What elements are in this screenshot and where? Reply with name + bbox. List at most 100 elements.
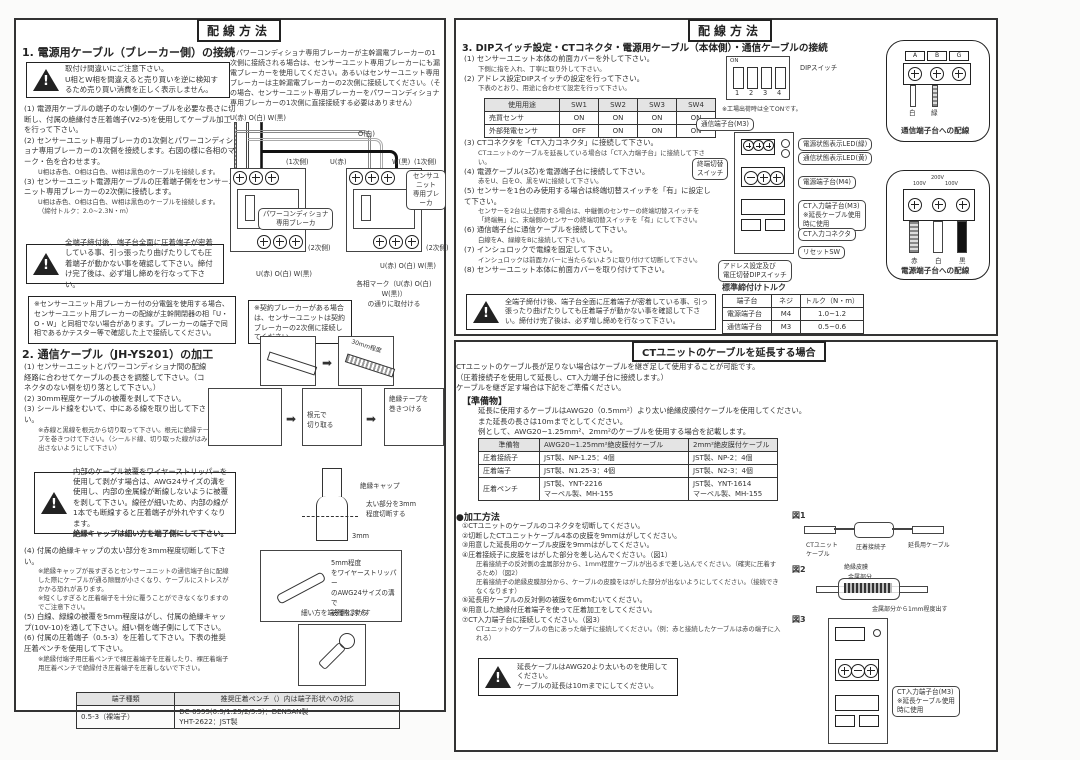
step: (3) CTコネクタを「CT入力コネクタ」に接続して下さい。 [464, 138, 658, 147]
arrow-icon: ➡ [366, 412, 377, 426]
fig3-sensor-unit [828, 618, 888, 744]
volt-label: 200V [931, 175, 944, 181]
o-label: O(白) [358, 130, 375, 138]
callout-address: アドレス設定及び 電圧切替DIPスイッチ [718, 260, 792, 282]
primary-left-label: (1次側) [286, 158, 309, 166]
table-header: SW1 [559, 98, 599, 112]
table-cell: M4 [771, 307, 801, 321]
fig2-c-label: 金属部分から1mm程度出す [872, 606, 948, 613]
table-cell: 電源端子台 [722, 307, 772, 321]
section1-warning2-text: 全端子締付後、端子台全面に圧着端子が密着している事、引っ張ったり曲げたりしても圧… [65, 237, 213, 289]
callout-led-power: 電源状態表示LED(緑) [798, 138, 873, 151]
primary-right-label: (1次側) [414, 158, 437, 166]
table-cell: 0.5~0.6 [799, 320, 865, 334]
dip-num: 3 [763, 89, 768, 97]
section1-warning: 取付け間違いにご注意下さい。 U相とW相を間違えると売り買いを逆に検知するため売… [26, 62, 230, 98]
step-note: U相は赤色、O相は白色、W相は黒色のケーブルを接続します。 [38, 167, 220, 176]
torque-table: 端子台 ネジ トルク（N・m） 電源端子台 M4 1.0~1.2 通信端子台 M… [722, 294, 865, 334]
arrow-icon: ➡ [322, 356, 333, 370]
right-panel-header: 配線方法 [688, 19, 773, 42]
warning-body: 内部のケーブル被覆をワイヤーストリッパーを使用して剥がす場合は、AWG24サイズ… [73, 466, 229, 528]
section3-warning: 全端子締付け後、端子台全面に圧着端子が密着している事、引っ張ったり曲げたりしても… [466, 294, 716, 330]
section3-title: 3. DIPスイッチ設定・CTコネクタ・電源用ケーブル（本体側）・通信ケーブルの… [462, 43, 828, 54]
power-box-caption: 電源端子台への配線 [901, 266, 970, 275]
step: (1) センサーユニット本体の前面カバーを外して下さい。 [464, 54, 654, 63]
section1-steps: (1) 電源用ケーブルの端子のない側のケーブルを必要な長さに切断し、付属の絶縁付… [24, 104, 236, 216]
step-note: ※絶縁キャップが長すぎるとセンサーユニットの通信端子台に配線した際にケーブルが通… [38, 567, 229, 594]
table-header: 端子種類 [75, 692, 176, 706]
fig-cut-root: 根元で 切り取る [302, 388, 362, 446]
prep-line: 例として、AWG20~1.25mm²、2mm²のケーブルを使用する場合を記載しま… [478, 427, 751, 437]
fig1-label: 図1 [792, 511, 806, 520]
warning-icon [473, 301, 499, 323]
section2-warning: 内部のケーブル被覆をワイヤーストリッパーを使用して剥がす場合は、AWG24サイズ… [34, 467, 236, 538]
table-header: 使用用途 [484, 98, 560, 112]
wire-black [957, 221, 967, 253]
ct-section-header: CTユニットのケーブルを延長する場合 [632, 341, 826, 362]
table-cell: 圧着ペンチ [478, 477, 540, 501]
secondary-left-label: (2次側) [308, 244, 331, 252]
warning-bold: 絶縁キャップは細い方を端子側にして下さい。 [73, 529, 228, 539]
fig2-label: 図2 [792, 565, 806, 574]
step-note: CTユニットのケーブルを延長している場合は「CT入力端子台」に接続して下さい。 [478, 148, 705, 166]
method-note: 圧着接続子の反対側の金属部分から、1mm程度ケーブルが出るまで差し込んでください… [476, 560, 777, 578]
fig2-a-label: 絶縁皮膜 [844, 564, 869, 571]
table-row: 電源端子台 M4 1.0~1.2 [722, 307, 865, 321]
fig3-label: 図3 [792, 615, 806, 624]
method-step: ⑤延長用ケーブルの反対側の被膜を6mmむいてください。 [462, 596, 647, 605]
table-cell: DC-0555(0.5/1.25/2/5.5)：DENSAN製 YHT-2622… [174, 705, 400, 729]
fig3-callout: CT入力端子台(M3) ※延長ケーブル使用 時に使用 [892, 686, 960, 717]
step: (8) センサーユニット本体に前面カバーを取り付けて下さい。 [464, 264, 669, 274]
bottom-left-label: U(赤) O(白) W(黒) [256, 270, 312, 278]
top-wire-label: U(赤) O(白) W(黒) [230, 114, 286, 122]
comm-terminal-detail: A B G 白 緑 通信端子台への配線 [886, 40, 990, 142]
section1-title: 1. 電源用ケーブル（ブレーカー側）の接続 [22, 46, 236, 59]
section3-warning-text: 全端子締付け後、端子台全面に圧着端子が密着している事、引っ張ったり曲げたりしても… [505, 297, 708, 325]
method-note: 圧着接続子の絶縁皮膜部分から、ケーブルの皮膜をはがした部分が出ないようにしてくだ… [476, 578, 779, 596]
warning-icon [485, 666, 511, 688]
breaker-right-callout: センサユニット 専用ブレーカ [406, 170, 446, 210]
section1-note-right: ※パワーコンディショナ専用ブレーカーが主幹漏電ブレーカーの1次側に接続される場合… [230, 49, 441, 107]
section2-steps2: (4) 付属の絶縁キャップの太い部分を3mm程度切断して下さい。 ※絶縁キャップ… [24, 546, 230, 673]
table-cell: OFF [559, 124, 599, 138]
step: (5) センサーを1台のみ使用する場合は終端切替スイッチを「有」に設定して下さい… [464, 186, 711, 206]
wire-white-label: 白 [909, 109, 916, 117]
table-cell: ON [637, 124, 677, 138]
callout-ct-terminal: CT入力端子台(M3) ※延長ケーブル使用 時に使用 [798, 200, 866, 231]
right-panel-top: 配線方法 3. DIPスイッチ設定・CTコネクタ・電源用ケーブル（本体側）・通信… [454, 18, 998, 336]
table-cell: 圧着端子 [478, 464, 540, 478]
table-cell: ON [598, 124, 638, 138]
step-note: 白線をA、緑線をBに接続して下さい。 [478, 235, 589, 244]
step: (1) センサーユニットとパワーコンディショナ間の配線経路に合わせてケーブルの長… [24, 362, 207, 393]
callout-power-terminal: 電源端子台(M4) [798, 176, 856, 189]
table-cell: 圧着接続子 [478, 451, 540, 465]
step-note: 下表のとおり、用途に合わせて設定を行って下さい。 [478, 84, 631, 93]
wire-white [910, 85, 916, 107]
warning-icon [41, 492, 67, 514]
callout-ct-connector: CT入力コネクタ [798, 228, 856, 241]
step: (6) 通信端子台に通信ケーブルを接続して下さい。 [464, 225, 632, 235]
table-cell: JST製、NP-2：4個 [688, 451, 778, 465]
dip-on-label: ON [730, 58, 739, 64]
warning-icon [33, 253, 59, 275]
prep-table: 準備物 AWG20~1.25mm²絶皮膜付ケーブル 2mm²絶皮膜付ケーブル 圧… [478, 438, 778, 501]
method-note: CTユニットのケーブルの色にあった端子に接続してください。（例：赤と接続したケー… [476, 625, 781, 643]
table-header: SW4 [676, 98, 716, 112]
ct-warning: 延長ケーブルはAWG20より太いものを使用してください。 ケーブルの延長は10m… [478, 658, 678, 696]
section3-steps: (1) センサーユニット本体の前面カバーを外して下さい。 下側に指を入れ、丁寧に… [464, 54, 704, 93]
prep-title: 【準備物】 [462, 397, 508, 407]
table-cell: JST製、N1.25-3：4個 [539, 464, 689, 478]
step-note: 赤をU、白をO、黒をWに接続して下さい。 [478, 177, 603, 186]
method-step: ⑦CT入力端子台に接続してください。（図3） [462, 615, 604, 624]
step-note: センサーを2台以上使用する場合は、中継側のセンサーの終端切替スイッチを「終端無」… [478, 207, 702, 225]
section2-warning-text: 内部のケーブル被覆をワイヤーストリッパーを使用して剥がす場合は、AWG24サイズ… [73, 467, 229, 540]
section3-steps2: (3) CTコネクタを「CT入力コネクタ」に接続して下さい。 CTユニットのケー… [464, 138, 712, 275]
step: (2) 30mm程度ケーブルの被覆を剥して下さい。 [24, 393, 186, 403]
step-note: ※赤線と黒線を根元から切り取って下さい。根元に絶縁テープを巻きつけて下さい。（シ… [38, 425, 210, 452]
table-cell: ON [559, 111, 599, 125]
table-row: 圧着接続子 JST製、NP-1.25：4個 JST製、NP-2：4個 [478, 451, 778, 465]
step-note: （締付トルク：2.0~2.3N・m） [38, 206, 133, 215]
wire-red [909, 221, 919, 253]
wire-label: 黒 [959, 257, 966, 265]
table-cell: ON [598, 111, 638, 125]
